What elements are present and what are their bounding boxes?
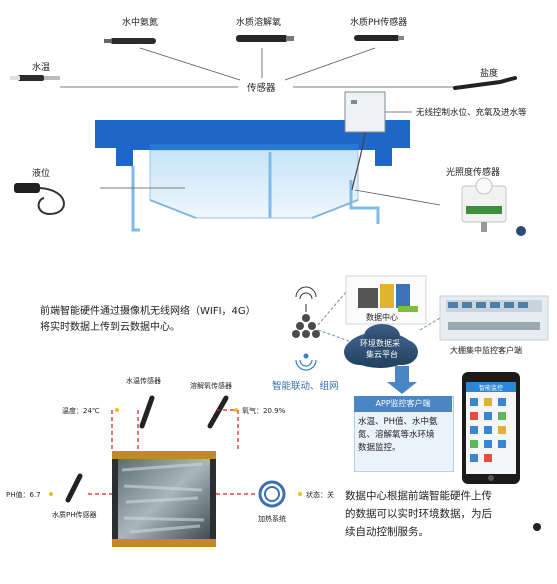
light-sensor-image (461, 177, 526, 236)
ph-sensor-image (354, 35, 404, 41)
ammonia-sensor-image (104, 38, 156, 44)
sensor-connectors (60, 47, 455, 88)
phone-screen-title: 智能监控 (479, 385, 504, 392)
bottom-temp-sensor (139, 395, 155, 429)
upload-description-2: 将实时数据上传到云数据中心。 (40, 322, 180, 333)
app-desc-line-3: 数据监控。 (358, 443, 401, 453)
pool-pipes (131, 152, 380, 232)
cloud-label-2: 集云平台 (366, 350, 398, 359)
down-arrow (387, 366, 417, 394)
data-center-image (345, 275, 427, 325)
app-desc-line-1: 水温、PH值、水中氨 (358, 417, 438, 427)
level-sensor-image (14, 183, 65, 216)
phone-image (462, 372, 520, 484)
bottom-ph-sensor (65, 473, 83, 503)
link-label: 智能联动、组网 (272, 381, 339, 392)
control-box (344, 91, 412, 133)
bottom-ph-sensor-label: 水质PH传感器 (52, 511, 97, 519)
heater-coil (258, 480, 286, 508)
level-label: 液位 (32, 169, 51, 179)
water-temp-sensor-image (10, 75, 60, 81)
app-panel-header: APP监控客户端 (354, 396, 452, 412)
upload-description-1: 前端智能硬件通过摄像机无线网络（WIFI，4G） (40, 306, 256, 317)
cloud-label-1: 环境数据采 (360, 339, 400, 348)
do-label: 水质溶解氧 (236, 18, 282, 28)
bottom-do-sensor (207, 395, 229, 429)
heater-label: 加热系统 (258, 515, 286, 523)
app-desc-line-2: 氮、溶解氧等水环境 (358, 430, 435, 440)
summary-line-1: 数据中心根据前端智能硬件上传 (345, 490, 492, 502)
cloud-platform-image (344, 324, 418, 368)
sensor-hub-label: 传感器 (247, 83, 276, 94)
bottom-do-sensor-label: 溶解氧传感器 (190, 382, 232, 390)
temp-reading: 温度：24℃ (62, 407, 100, 415)
summary-line-2: 的数据可以实时环境数据，为后 (345, 508, 492, 520)
light-label: 光照度传感器 (446, 168, 501, 178)
pool (95, 120, 410, 219)
camera-tower (292, 286, 320, 371)
fish-photo (112, 451, 216, 547)
bottom-temp-sensor-label: 水温传感器 (126, 377, 161, 385)
ph-reading: PH值：6.7 (6, 491, 41, 499)
do-sensor-image (236, 35, 294, 42)
data-center-label: 数据中心 (366, 313, 398, 322)
heater-status: 状态：关 (306, 491, 334, 499)
monitoring-room-image (439, 295, 549, 341)
salinity-sensor-image (453, 76, 517, 90)
summary-line-3: 续自动控制服务。 (345, 526, 429, 538)
salinity-label: 盐度 (480, 69, 499, 79)
oxygen-reading: 氧气：20.9% (242, 407, 286, 415)
app-panel-description: 水温、PH值、水中氨 氮、溶解氧等水环境 数据监控。 (358, 416, 450, 455)
water-temp-label: 水温 (32, 63, 51, 73)
controller-label: 无线控制水位、充氧及进水等 (416, 108, 527, 118)
red-connectors (88, 409, 258, 495)
client-label: 大棚集中监控客户端 (450, 346, 522, 355)
ph-label: 水质PH传感器 (350, 18, 408, 28)
ammonia-label: 水中氨氮 (122, 18, 159, 28)
